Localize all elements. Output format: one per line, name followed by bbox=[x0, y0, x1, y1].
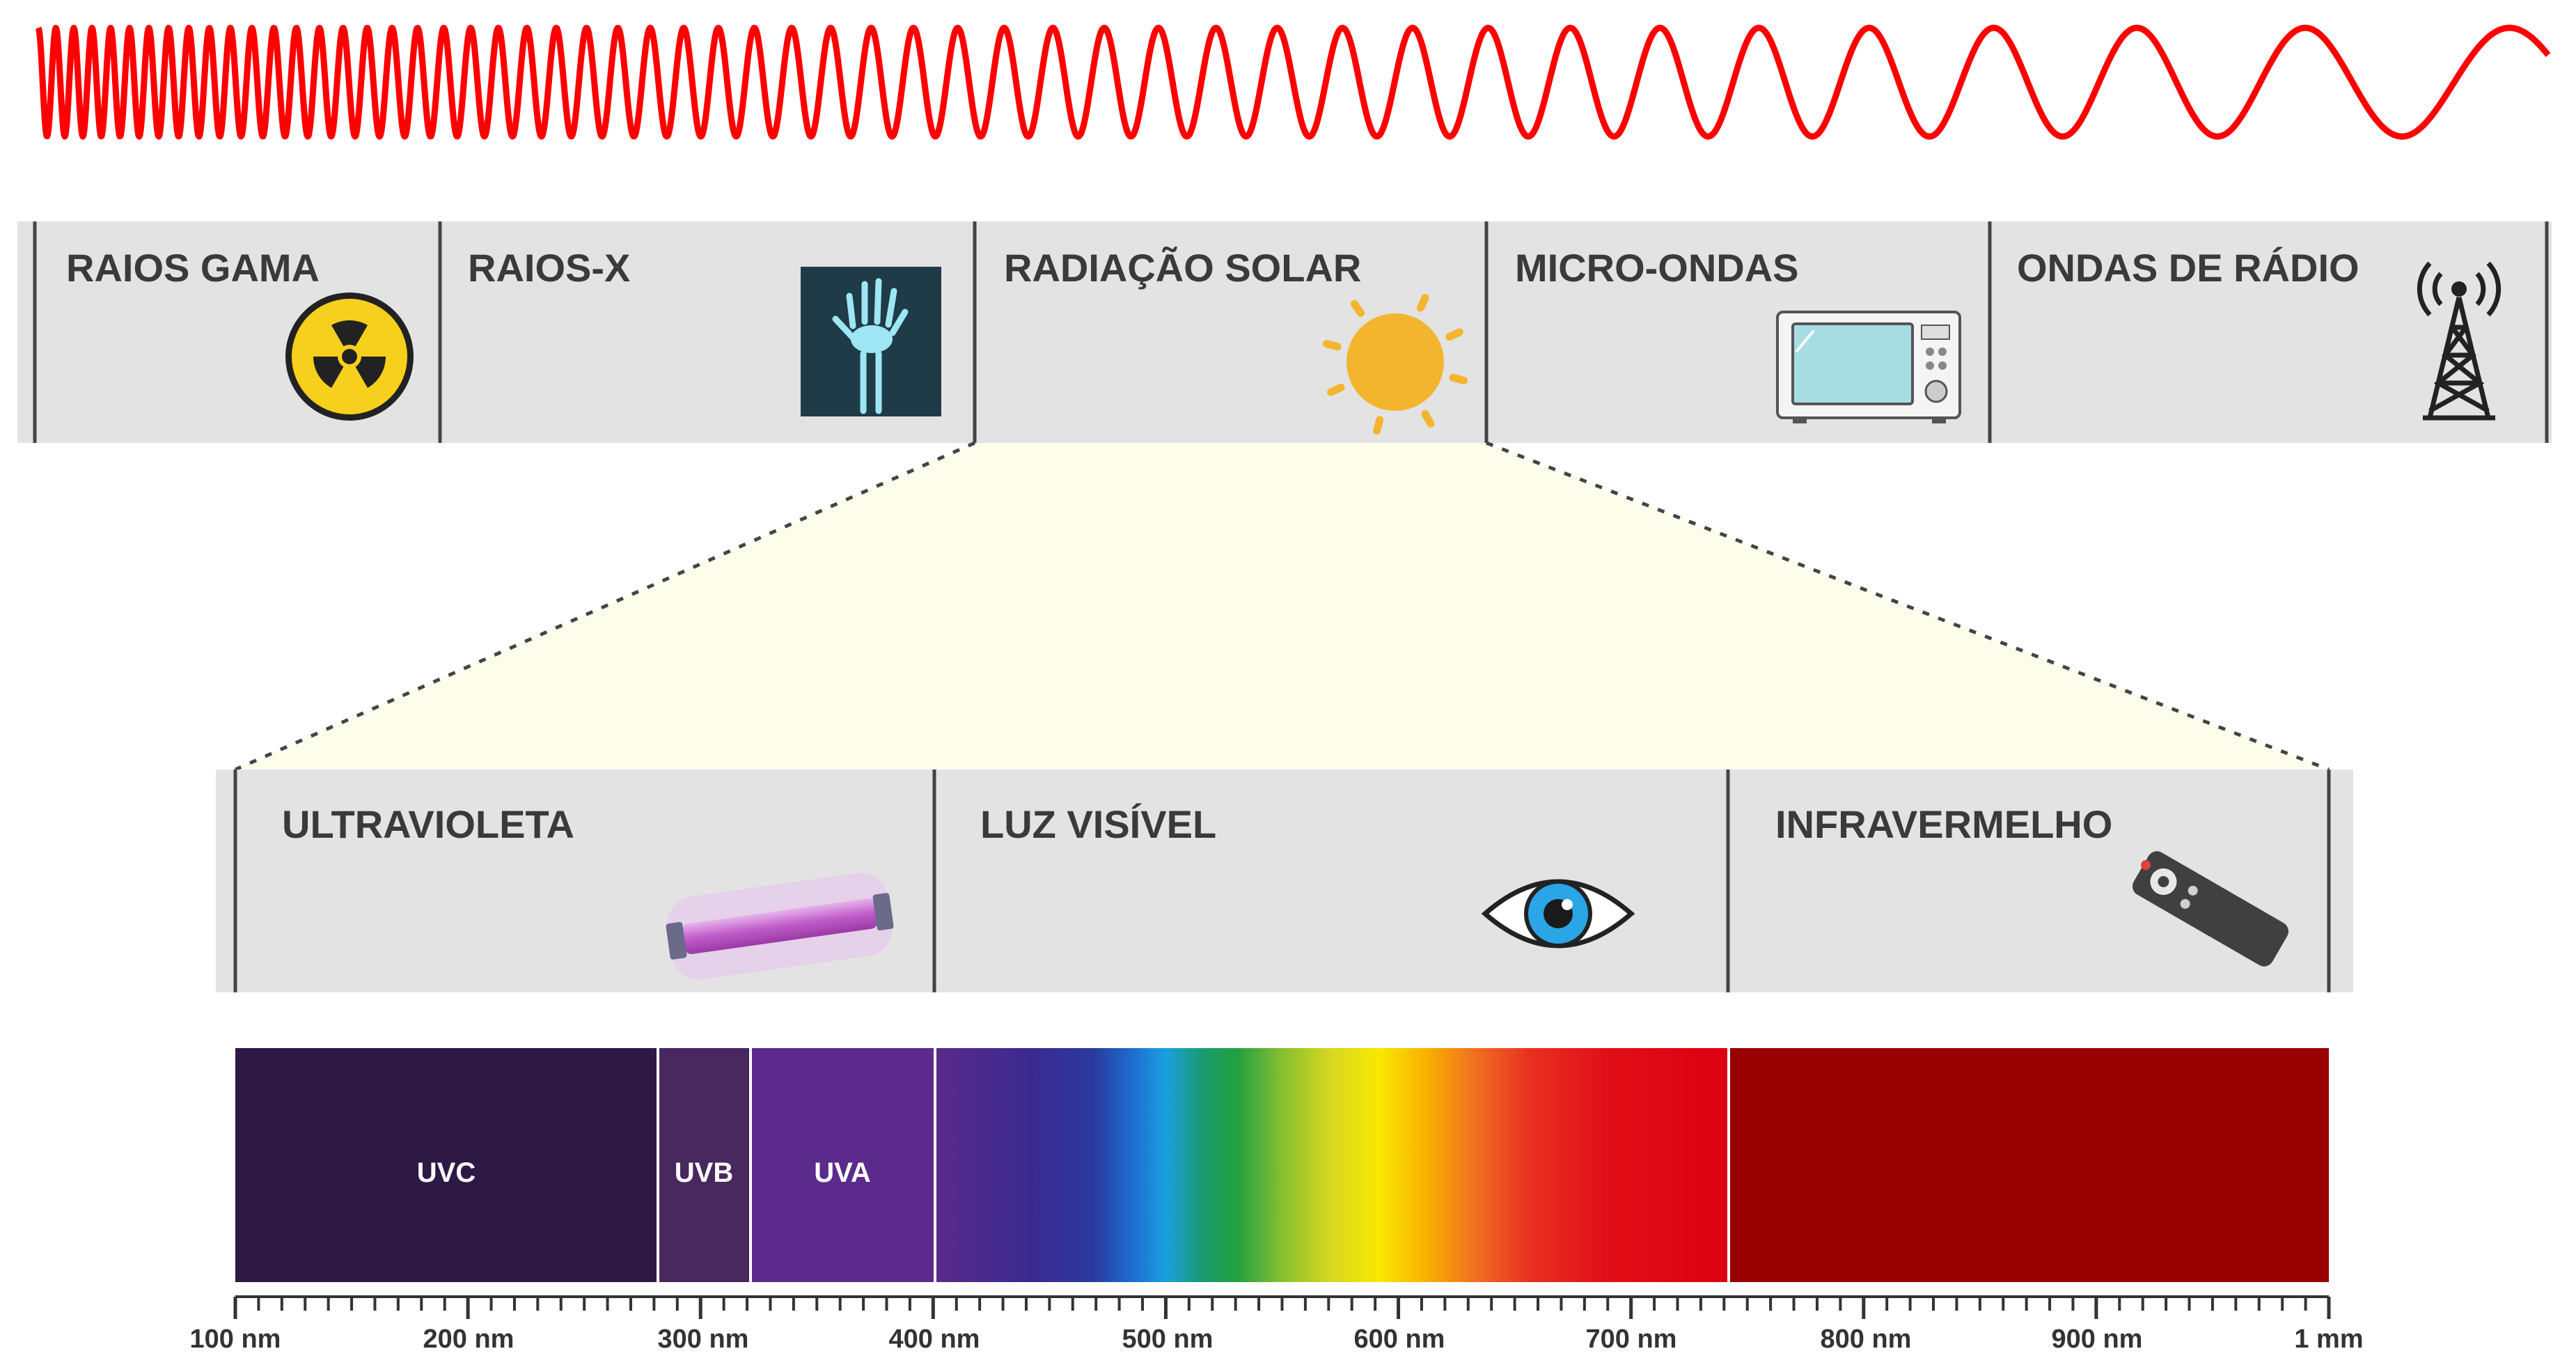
infrared-band bbox=[1729, 1048, 2329, 1282]
uvc-label: UVC bbox=[417, 1157, 476, 1188]
axis-label: 600 nm bbox=[1354, 1325, 1445, 1354]
zoom-connector bbox=[234, 441, 2330, 772]
uvb-band bbox=[659, 1048, 750, 1282]
band-label-visible: LUZ VISÍVEL bbox=[980, 802, 1216, 846]
axis-labels: 100 nm 200 nm 300 nm 400 nm 500 nm 600 n… bbox=[190, 1325, 2364, 1354]
xray-hand-icon bbox=[801, 267, 941, 416]
axis-label: 200 nm bbox=[423, 1325, 515, 1354]
radiation-icon bbox=[285, 292, 414, 421]
axis-label: 800 nm bbox=[1821, 1325, 1912, 1354]
axis-label: 500 nm bbox=[1122, 1325, 1214, 1354]
axis-label: 400 nm bbox=[889, 1325, 980, 1354]
visible-band bbox=[936, 1048, 1728, 1282]
band-label-microwave: MICRO-ONDAS bbox=[1515, 246, 1799, 290]
uvc-band bbox=[235, 1048, 657, 1282]
band-label-radio: ONDAS DE RÁDIO bbox=[2017, 246, 2359, 290]
axis-label: 700 nm bbox=[1586, 1325, 1677, 1354]
axis-label: 300 nm bbox=[658, 1325, 749, 1354]
eye-icon bbox=[1481, 879, 1635, 949]
top-spectrum-bar: RAIOS GAMA RAIOS-X RADIAÇÃO SOLAR MICRO-… bbox=[17, 221, 2552, 443]
sun-icon bbox=[1322, 294, 1468, 435]
band-label-gamma: RAIOS GAMA bbox=[66, 246, 320, 290]
band-label-ultraviolet: ULTRAVIOLETA bbox=[282, 802, 574, 846]
radio-tower-icon bbox=[2417, 261, 2502, 421]
wave-line bbox=[35, 24, 2551, 140]
solar-subband-bar: ULTRAVIOLETA LUZ VISÍVEL INFRAVERMELHO bbox=[216, 770, 2353, 992]
uva-band bbox=[751, 1048, 934, 1282]
axis-label: 1 mm bbox=[2294, 1325, 2363, 1354]
axis-ticks bbox=[233, 1297, 2331, 1319]
axis-label: 100 nm bbox=[190, 1325, 281, 1354]
wavelength-spectrum-strip: UVC UVB UVA bbox=[235, 1048, 2329, 1282]
band-label-solar: RADIAÇÃO SOLAR bbox=[1004, 246, 1361, 290]
uv-lamp-icon bbox=[666, 873, 894, 980]
uvb-label: UVB bbox=[675, 1157, 733, 1188]
remote-control-icon bbox=[2133, 851, 2288, 967]
band-label-xray: RAIOS-X bbox=[468, 246, 630, 290]
band-label-infrared: INFRAVERMELHO bbox=[1775, 802, 2112, 846]
axis-label: 900 nm bbox=[2052, 1325, 2143, 1354]
microwave-icon bbox=[1776, 311, 1961, 423]
uva-label: UVA bbox=[814, 1157, 870, 1188]
